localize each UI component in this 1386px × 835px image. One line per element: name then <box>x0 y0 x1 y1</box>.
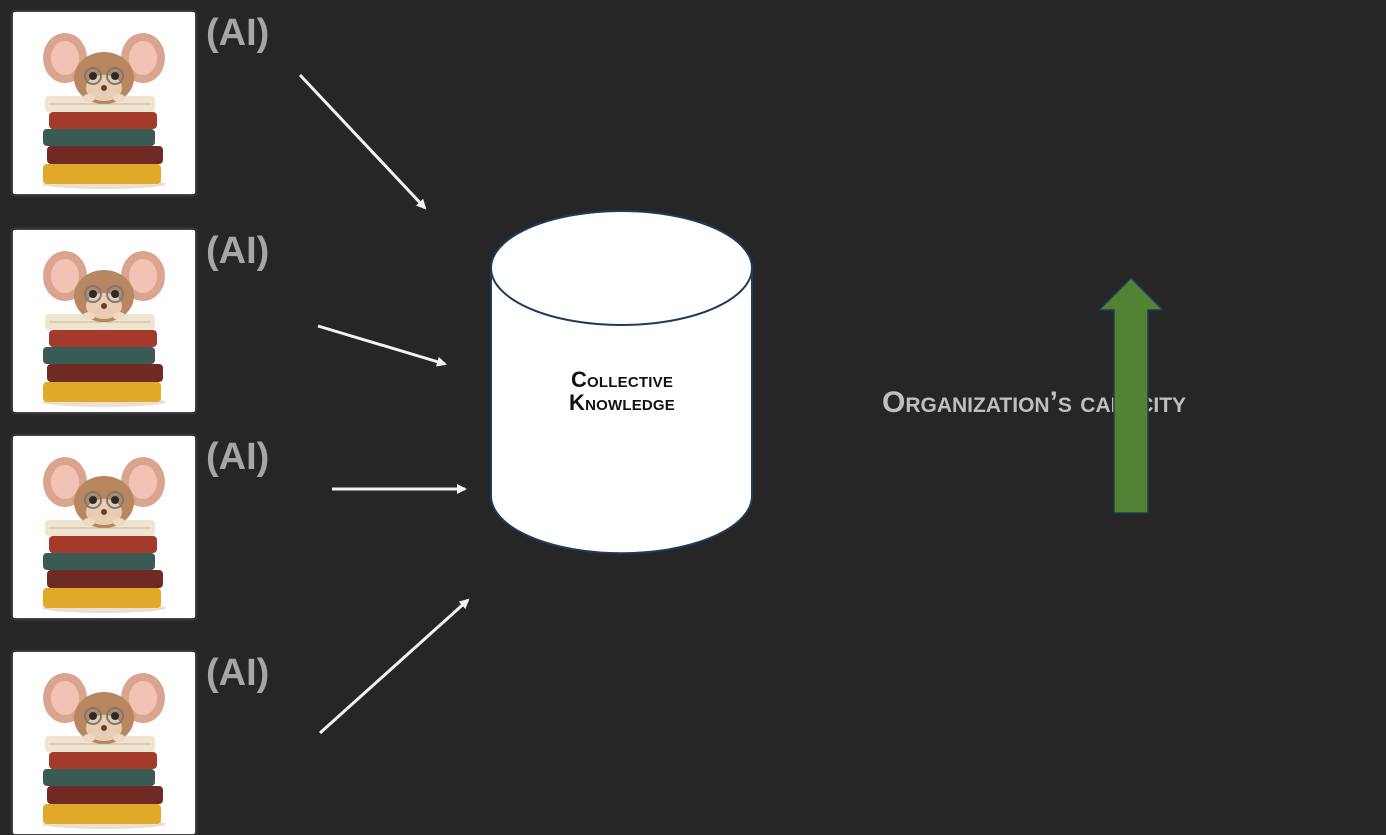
collective-label-line-1: Collective <box>570 367 674 392</box>
agent-tag-2: (AI) <box>206 230 270 272</box>
mouse-on-books-icon <box>42 251 166 407</box>
agent-tag-3: (AI) <box>206 436 270 478</box>
up-arrow-icon <box>1098 277 1164 514</box>
mouse-on-books-icon <box>42 673 166 829</box>
agent-tag-4: (AI) <box>206 652 270 694</box>
agent-image-3 <box>13 436 195 618</box>
agent-image-4 <box>13 652 195 834</box>
connector-arrow-2 <box>317 324 447 367</box>
agent-tag-1: (AI) <box>206 12 270 54</box>
database-cylinder-icon <box>490 210 753 555</box>
agent-image-2 <box>13 230 195 412</box>
connector-arrow-1 <box>298 73 427 210</box>
mouse-on-books-icon <box>42 457 166 613</box>
mouse-on-books-icon <box>42 33 166 189</box>
collective-knowledge-label: Collective Knowledge <box>492 368 752 414</box>
connector-arrow-4 <box>318 598 470 735</box>
agent-image-1 <box>13 12 195 194</box>
collective-label-line-2: Knowledge <box>568 390 676 416</box>
